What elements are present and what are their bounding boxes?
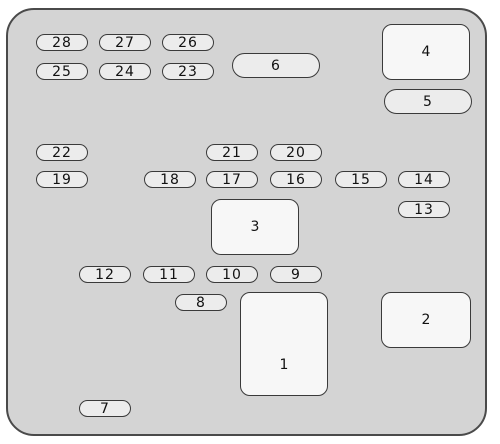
fuse-24: 24 [99,63,151,80]
fuse-27: 27 [99,34,151,51]
fuse-14: 14 [398,171,450,188]
fuse-18: 18 [144,171,196,188]
fuse-15: 15 [335,171,387,188]
fuse-19: 19 [36,171,88,188]
fuse-8: 8 [175,294,227,311]
fuse-20: 20 [270,144,322,161]
fuse-26: 26 [162,34,214,51]
fuse-13: 13 [398,201,450,218]
fuse-21: 21 [206,144,258,161]
fuse-16: 16 [270,171,322,188]
fuse-23: 23 [162,63,214,80]
fuse-28: 28 [36,34,88,51]
fuse-7: 7 [79,400,131,417]
relay-1: 1 [240,292,328,396]
relay-3: 3 [211,199,299,255]
fuse-11: 11 [143,266,195,283]
relay-4: 4 [382,24,470,80]
fuse-9: 9 [270,266,322,283]
fuse-10: 10 [206,266,258,283]
fuse-5: 5 [384,89,472,114]
fuse-17: 17 [206,171,258,188]
fuse-6: 6 [232,53,320,78]
fuse-25: 25 [36,63,88,80]
fuse-12: 12 [79,266,131,283]
fuse-22: 22 [36,144,88,161]
relay-2: 2 [381,292,471,348]
